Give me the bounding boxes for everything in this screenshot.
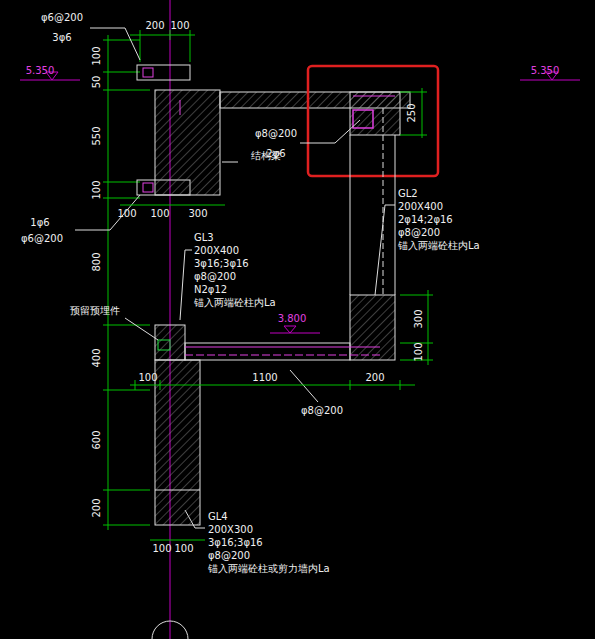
dimension-text: 100 — [117, 208, 136, 219]
rebar-note: φ8@200 — [301, 405, 343, 416]
dimension-text: 200X300 — [208, 524, 253, 535]
dimension-text: 400 — [91, 348, 102, 367]
dimension-text: 200 — [365, 372, 384, 383]
dimension-text: 550 — [91, 126, 102, 145]
dimension-text: 50 — [91, 76, 102, 89]
dimension-text: 5.350 — [26, 65, 55, 76]
dimension-text: 600 — [91, 430, 102, 449]
rebar-note: N2φ12 — [194, 284, 227, 295]
beam-tag: GL2 — [398, 188, 418, 199]
dimension-text: 800 — [91, 252, 102, 271]
dimension-text: 100 — [138, 372, 157, 383]
dimension-text: 5.350 — [531, 65, 560, 76]
rebar-note: φ6@200 — [21, 233, 63, 244]
dimension-text: 100 — [152, 543, 171, 554]
dimension-text: 300 — [188, 208, 207, 219]
dimension-text: 预留预埋件 — [70, 305, 120, 316]
dimension-text: 100 — [413, 342, 424, 361]
rebar-note: 锚入两端砼柱内La — [398, 240, 480, 251]
rebar-note: 3φ16;3φ16 — [208, 537, 263, 548]
rebar-note: 1φ6 — [30, 217, 49, 228]
rebar-note: φ8@200 — [255, 128, 297, 139]
dimension-text: 1100 — [252, 372, 277, 383]
rebar-note: 锚入两端砼柱或剪力墙内La — [208, 563, 330, 574]
rebar-note: 3φ6 — [52, 32, 71, 43]
dimension-text: 结构梁 — [251, 150, 281, 161]
rebar-note: φ8@200 — [208, 550, 250, 561]
dimension-text: 200X400 — [398, 201, 443, 212]
dimension-text: 100 — [150, 208, 169, 219]
beam-tag: GL4 — [208, 511, 228, 522]
dimension-text: 100 — [170, 20, 189, 31]
dimension-text: 300 — [413, 309, 424, 328]
dimension-text: 100 — [91, 46, 102, 65]
dimension-text: 200 — [145, 20, 164, 31]
rebar-note: φ8@200 — [398, 227, 440, 238]
beam-tag: GL3 — [194, 232, 214, 243]
rebar-note: 2φ14;2φ16 — [398, 214, 453, 225]
dimension-text: 100 — [91, 180, 102, 199]
dimension-text: 200 — [91, 498, 102, 517]
rebar-note: φ6@200 — [41, 12, 83, 23]
dimension-text: 200X400 — [194, 245, 239, 256]
rebar-note: 3φ16;3φ16 — [194, 258, 249, 269]
dimension-text: 3.800 — [278, 313, 307, 324]
rebar-note: φ8@200 — [194, 271, 236, 282]
rebar-note: 锚入两端砼柱内La — [194, 297, 276, 308]
dimension-text: 100 — [174, 543, 193, 554]
dimension-text: 250 — [406, 103, 417, 122]
